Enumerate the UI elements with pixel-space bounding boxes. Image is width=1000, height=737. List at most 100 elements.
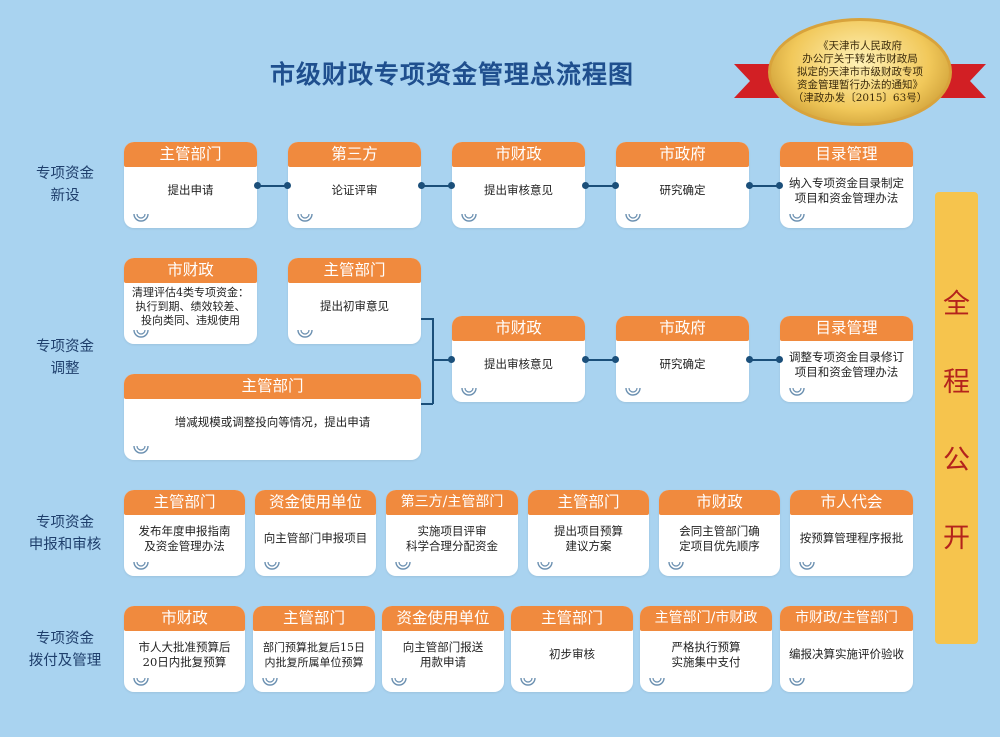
card-header: 第三方/主管部门 [386,490,518,515]
card-body: 会同主管部门确 定项目优先顺序 [679,523,760,553]
openness-char: 程 [943,367,970,398]
card-header: 资金使用单位 [255,490,376,515]
connector-dot [776,182,783,189]
card-decor-icon [133,677,149,686]
card-decor-icon [789,677,805,686]
card-body: 研究确定 [659,183,706,197]
card-body: 提出初审意见 [320,299,389,313]
seal-text: 《天津市人民政府 办公厅关于转发市财政局 拟定的天津市市级财政专项 资金管理暂行… [790,40,930,105]
flow-card: 主管部门 发布年度申报指南 及资金管理办法 [124,490,245,576]
flow-card: 主管部门 部门预算批复后15日 内批复所属单位预算 [253,606,375,692]
card-header: 市财政 [452,142,585,167]
card-body: 市人大批准预算后 20日内批复预算 [138,639,231,669]
card-header: 市财政/主管部门 [780,606,913,631]
connector-dot [612,182,619,189]
seal-line: 《天津市人民政府 [818,39,902,52]
card-decor-icon [625,213,641,222]
connector-dot [448,182,455,189]
flow-card: 市人代会 按预算管理程序报批 [790,490,913,576]
connector-dot [284,182,291,189]
connector-dot [582,356,589,363]
card-decor-icon [264,561,280,570]
seal-line: 拟定的天津市市级财政专项 [797,65,923,78]
connector-dot [746,182,753,189]
card-decor-icon [391,677,407,686]
row-label-apply-review: 专项资金 申报和审核 [28,515,102,553]
page-title: 市级财政专项资金管理总流程图 [270,60,635,89]
card-decor-icon [395,561,411,570]
card-header: 市财政 [659,490,780,515]
flow-card: 市财政 市人大批准预算后 20日内批复预算 [124,606,245,692]
card-body: 按预算管理程序报批 [799,531,904,545]
connector-line [421,403,433,405]
card-body: 编报决算实施评价验收 [789,647,904,661]
card-decor-icon [133,213,149,222]
card-decor-icon [668,561,684,570]
card-decor-icon [537,561,553,570]
card-decor-icon [133,561,149,570]
flow-card: 第三方/主管部门 实施项目评审 科学合理分配资金 [386,490,518,576]
connector-line [585,185,616,187]
flow-card: 市财政 提出审核意见 [452,142,585,228]
card-body: 实施项目评审 科学合理分配资金 [406,523,498,553]
connector-line [749,359,780,361]
flow-card: 第三方 论证评审 [288,142,421,228]
card-decor-icon [461,213,477,222]
card-body: 提出申请 [167,183,214,197]
card-body: 研究确定 [659,357,706,371]
card-body: 向主管部门报送 用款申请 [402,639,484,669]
card-decor-icon [297,329,313,338]
card-header: 主管部门 [124,142,257,167]
card-header: 市政府 [616,142,749,167]
card-header: 主管部门 [124,490,245,515]
seal-line: 办公厅关于转发市财政局 [802,52,918,65]
card-decor-icon [649,677,665,686]
flow-card: 主管部门 初步审核 [511,606,633,692]
connector-line [585,359,616,361]
card-body: 提出审核意见 [484,357,553,371]
seal-line: 资金管理暂行办法的通知》 [797,78,923,91]
connector-dot [776,356,783,363]
card-header: 市财政 [452,316,585,341]
connector-line [432,318,434,404]
card-header: 市财政 [124,258,257,283]
flow-card: 主管部门 提出项目预算 建议方案 [528,490,649,576]
connector-line [257,185,288,187]
flow-card: 市政府 研究确定 [616,142,749,228]
card-header: 主管部门/市财政 [640,606,772,631]
card-body: 发布年度申报指南 及资金管理办法 [138,523,231,553]
seal-line: （津政办发〔2015〕63号） [792,91,928,104]
card-header: 资金使用单位 [382,606,504,631]
flow-card: 资金使用单位 向主管部门申报项目 [255,490,376,576]
connector-dot [746,356,753,363]
card-header: 第三方 [288,142,421,167]
flow-card: 市财政 会同主管部门确 定项目优先顺序 [659,490,780,576]
connector-dot [612,356,619,363]
card-header: 市人代会 [790,490,913,515]
card-body: 纳入专项资金目录制定 项目和资金管理办法 [789,175,904,205]
card-header: 主管部门 [511,606,633,631]
card-body: 清理评估4类专项资金： 执行到期、绩效较差、 投向类同、违规使用 [132,285,249,327]
openness-char: 开 [943,523,970,554]
flow-card: 市财政 提出审核意见 [452,316,585,402]
flow-card: 主管部门 增减规模或调整投向等情况，提出申请 [124,374,421,460]
card-body: 论证评审 [331,183,378,197]
openness-char: 公 [943,445,970,476]
card-decor-icon [799,561,815,570]
flow-card: 目录管理 纳入专项资金目录制定 项目和资金管理办法 [780,142,913,228]
flow-card: 主管部门 提出初审意见 [288,258,421,344]
flow-card: 资金使用单位 向主管部门报送 用款申请 [382,606,504,692]
card-decor-icon [625,387,641,396]
connector-dot [448,356,455,363]
card-header: 市政府 [616,316,749,341]
card-body: 向主管部门申报项目 [263,531,368,545]
openness-char: 全 [943,289,970,320]
connector-line [421,185,452,187]
card-decor-icon [520,677,536,686]
connector-dot [254,182,261,189]
card-body: 提出审核意见 [484,183,553,197]
card-decor-icon [297,213,313,222]
flow-card: 市财政/主管部门 编报决算实施评价验收 [780,606,913,692]
row-label-allocate-manage: 专项资金 拨付及管理 [28,631,102,669]
card-decor-icon [789,213,805,222]
